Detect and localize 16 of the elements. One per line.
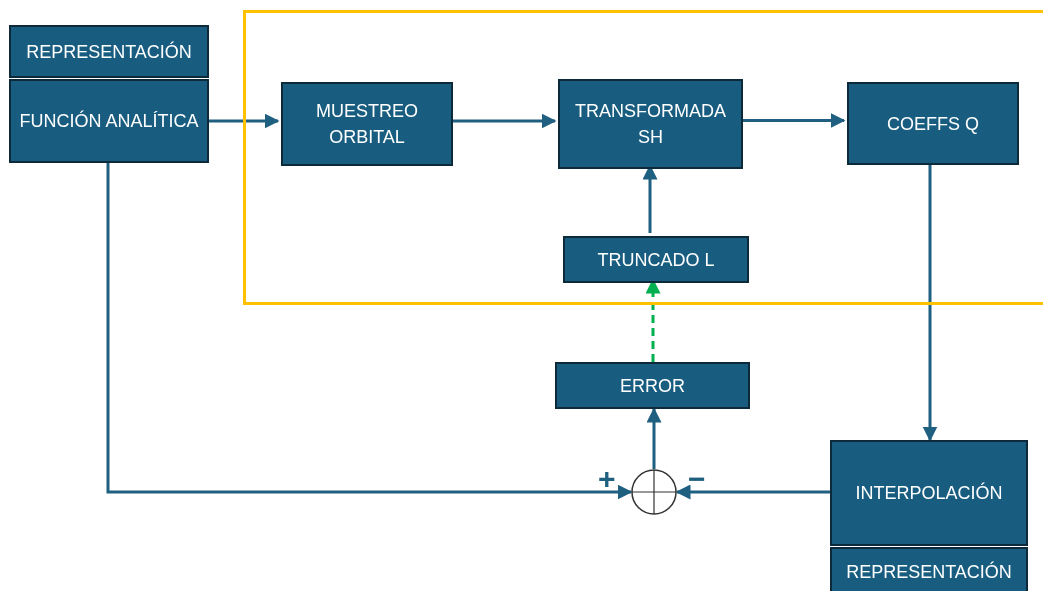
minus-sign: − — [688, 464, 706, 494]
arrow — [675, 484, 830, 500]
process-box: TRANSFORMADA SH — [558, 79, 743, 169]
process-box: COEFFS Q — [847, 82, 1019, 165]
process-box: MUESTREO ORBITAL — [281, 82, 453, 166]
process-box: ERROR — [555, 362, 750, 409]
process-box: INTERPOLACIÓN — [830, 440, 1028, 546]
process-box: REPRESENTACIÓN — [830, 547, 1028, 591]
group-frame — [243, 10, 1043, 305]
plus-sign: + — [598, 464, 616, 494]
arrow — [646, 407, 662, 469]
process-box: TRUNCADO L — [563, 236, 749, 283]
process-box: REPRESENTACIÓN — [9, 25, 209, 78]
process-box: FUNCIÓN ANALÍTICA — [9, 79, 209, 163]
arrow — [209, 113, 280, 129]
arrow — [106, 163, 633, 500]
